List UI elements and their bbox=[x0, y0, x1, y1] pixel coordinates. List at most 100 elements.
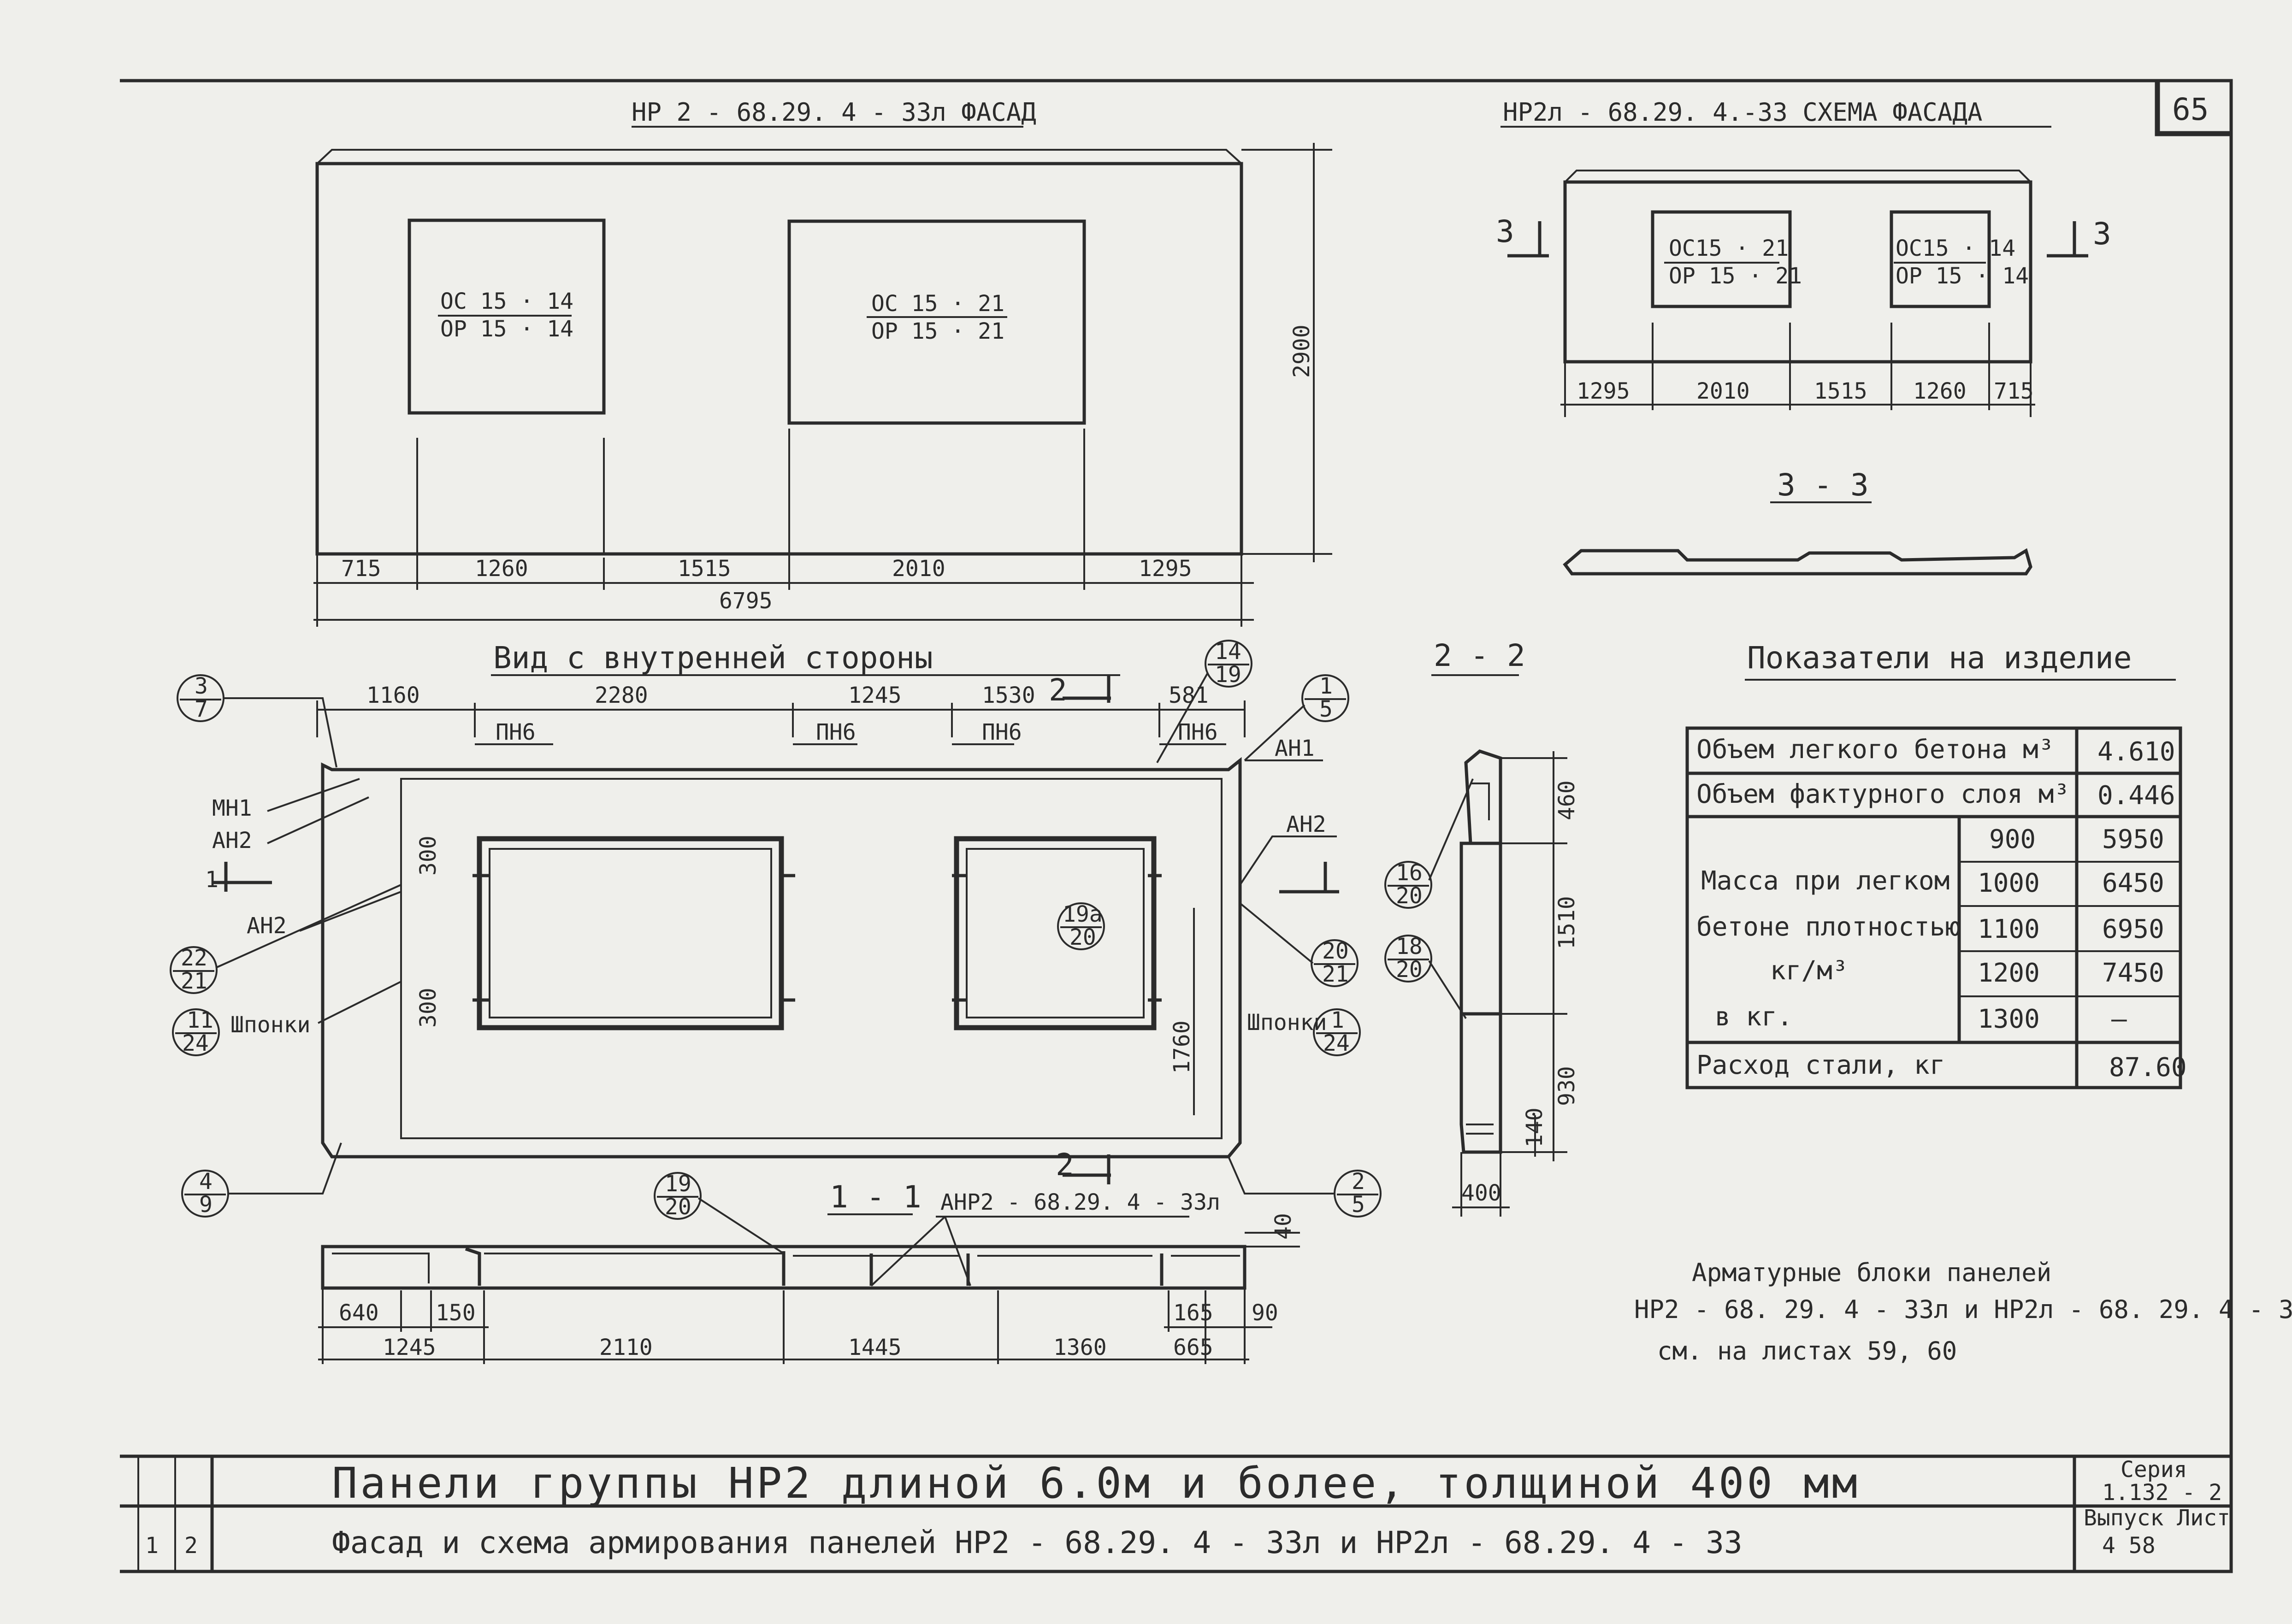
s11-dim-1445: 1445 bbox=[848, 1335, 902, 1360]
inside-cut-1: 1 bbox=[205, 867, 219, 893]
s11-dim-1245: 1245 bbox=[383, 1335, 436, 1360]
svg-text:24: 24 bbox=[182, 1030, 209, 1056]
callout-3-7: 3 7 bbox=[177, 673, 337, 768]
svg-text:5: 5 bbox=[1352, 1192, 1365, 1218]
indicators-table: Показатели на изделие Объем легкого бето… bbox=[1685, 640, 2187, 1089]
note-line-1: Арматурные блоки панелей bbox=[1692, 1258, 2051, 1287]
section-2-2: 2 - 2 460 1510 930 140 400 16 20 18 20 bbox=[1384, 638, 1580, 1217]
inside-top-dim-2: 2280 bbox=[595, 683, 648, 708]
s22-dim-1510: 1510 bbox=[1554, 896, 1580, 949]
svg-text:19а: 19а bbox=[1063, 901, 1103, 927]
sheet-number: 65 bbox=[2172, 92, 2209, 127]
facade-total-dim: 6795 bbox=[719, 588, 773, 614]
s11-dim-165: 165 bbox=[1173, 1300, 1213, 1326]
svg-text:3: 3 bbox=[195, 673, 208, 699]
facade-window-left-top: ОС 15 · 14 bbox=[440, 288, 573, 314]
svg-text:4: 4 bbox=[199, 1169, 213, 1194]
facade-dim-2: 1260 bbox=[475, 556, 528, 582]
scheme-dim-1: 1295 bbox=[1577, 378, 1630, 404]
svg-text:1: 1 bbox=[1331, 1007, 1344, 1033]
inside-view: Вид с внутренней стороны 1160 2280 1245 … bbox=[170, 639, 1382, 1218]
pnb-3: ПН6 bbox=[982, 719, 1022, 745]
inside-cut-2: 2 bbox=[1049, 672, 1067, 708]
facade-view: НР 2 - 68.29. 4 - 33л ФАСАД ОС 15 · 14 О… bbox=[313, 98, 1332, 627]
svg-text:24: 24 bbox=[1323, 1030, 1350, 1056]
svg-text:20: 20 bbox=[1396, 957, 1423, 983]
series-value: 1.132 - 2 bbox=[2102, 1480, 2222, 1506]
svg-text:2: 2 bbox=[1352, 1169, 1365, 1194]
mass-density-3: 1100 bbox=[1978, 914, 2040, 944]
facade-dim-3: 1515 bbox=[678, 556, 731, 582]
callout-18-20: 18 20 bbox=[1384, 934, 1467, 1019]
scheme-window-left-bottom: ОР 15 · 21 bbox=[1669, 263, 1802, 289]
note: Арматурные блоки панелей НР2 - 68. 29. 4… bbox=[1634, 1258, 2292, 1365]
callout-19-20: 19 20 bbox=[654, 1171, 785, 1254]
inside-window-right bbox=[954, 836, 1157, 1030]
pnb-1: ПН6 bbox=[496, 719, 536, 745]
callout-14-19: 14 19 bbox=[1156, 639, 1252, 763]
facade-dim-1: 715 bbox=[341, 556, 381, 582]
callout-16-20: 16 20 bbox=[1384, 778, 1474, 909]
mass-value-1: 5950 bbox=[2102, 824, 2164, 854]
inside-top-dim-4: 1530 bbox=[982, 683, 1035, 708]
facade-height-dim: 2900 bbox=[1289, 324, 1315, 378]
s11-dim-90: 90 bbox=[1252, 1300, 1278, 1326]
indicator-row-1-label: Объем легкого бетона м³ bbox=[1696, 735, 2054, 765]
s11-dim-1360: 1360 bbox=[1053, 1335, 1107, 1360]
svg-text:7: 7 bbox=[195, 696, 208, 722]
label-an2-c: АН2 bbox=[1286, 812, 1326, 837]
s11-dim-2110: 2110 bbox=[599, 1335, 653, 1360]
svg-text:20: 20 bbox=[665, 1194, 691, 1220]
s22-dim-460: 460 bbox=[1554, 780, 1580, 820]
title-line-1: Панели группы НР2 длиной 6.0м и более, т… bbox=[332, 1459, 1860, 1508]
dim-300-b: 300 bbox=[415, 988, 441, 1028]
sheet-frame: 65 bbox=[120, 79, 2233, 1573]
label-an1: АН1 bbox=[1275, 736, 1315, 761]
mass-label-3: кг/м³ bbox=[1770, 956, 1848, 986]
svg-text:20: 20 bbox=[1322, 938, 1349, 964]
svg-text:20: 20 bbox=[1069, 924, 1096, 950]
facade-window-right bbox=[787, 219, 1086, 425]
s22-dim-400: 400 bbox=[1461, 1180, 1501, 1206]
facade-window-left-bottom: ОР 15 · 14 bbox=[440, 316, 573, 342]
facade-window-right-top: ОС 15 · 21 bbox=[871, 291, 1004, 317]
scheme-window-right-top: ОС15 · 14 bbox=[1896, 235, 2015, 261]
facade-dim-5: 1295 bbox=[1139, 556, 1192, 582]
section-2-2-title: 2 - 2 bbox=[1434, 638, 1525, 673]
mass-label-2: бетоне плотностью bbox=[1696, 912, 1961, 942]
dim-1760: 1760 bbox=[1169, 1020, 1195, 1074]
inside-title: Вид с внутренней стороны bbox=[493, 640, 933, 676]
indicator-row-2-label: Объем фактурного слоя м³ bbox=[1696, 779, 2069, 809]
scheme-dim-2: 2010 bbox=[1696, 378, 1750, 404]
inside-top-dim-1: 1160 bbox=[366, 683, 420, 708]
facade-scheme: НР2л - 68.29. 4.-33 СХЕМА ФАСАДА ОС15 · … bbox=[1496, 98, 2111, 417]
svg-text:9: 9 bbox=[199, 1192, 213, 1218]
svg-text:14: 14 bbox=[1215, 639, 1241, 665]
callout-1-24: 1 24 bbox=[1313, 1007, 1361, 1056]
svg-text:21: 21 bbox=[1322, 961, 1349, 987]
svg-text:11: 11 bbox=[187, 1007, 213, 1033]
s11-dim-40: 40 bbox=[1270, 1213, 1296, 1240]
svg-text:19: 19 bbox=[665, 1171, 691, 1197]
section-1-1-title: 1 - 1 bbox=[830, 1179, 922, 1215]
callout-4-9: 4 9 bbox=[181, 1142, 342, 1218]
svg-text:16: 16 bbox=[1396, 860, 1423, 886]
facade-title: НР 2 - 68.29. 4 - 33л ФАСАД bbox=[632, 98, 1036, 127]
pnb-4: ПН6 bbox=[1178, 719, 1218, 745]
inside-window-left bbox=[477, 836, 784, 1030]
note-line-2: НР2 - 68. 29. 4 - 33л и НР2л - 68. 29. 4… bbox=[1634, 1295, 2292, 1324]
callout-1-5: 1 5 bbox=[1244, 673, 1349, 761]
note-line-3: см. на листах 59, 60 bbox=[1657, 1336, 1957, 1365]
scheme-title: НР2л - 68.29. 4.-33 СХЕМА ФАСАДА bbox=[1503, 98, 1982, 127]
callout-11-24: 11 24 bbox=[172, 1007, 220, 1056]
mass-density-1: 900 bbox=[1989, 824, 2036, 854]
title-left-mark-1: 1 bbox=[145, 1533, 159, 1559]
callout-20-21: 20 21 bbox=[1239, 902, 1359, 987]
title-line-2: Фасад и схема армирования панелей НР2 - … bbox=[332, 1525, 1743, 1560]
pnb-2: ПН6 bbox=[816, 719, 856, 745]
section-3-3-title: 3 - 3 bbox=[1777, 467, 1869, 503]
section-3-3: 3 - 3 bbox=[1563, 467, 2032, 576]
label-an2-a: АН2 bbox=[212, 828, 252, 853]
scheme-dim-3: 1515 bbox=[1814, 378, 1867, 404]
